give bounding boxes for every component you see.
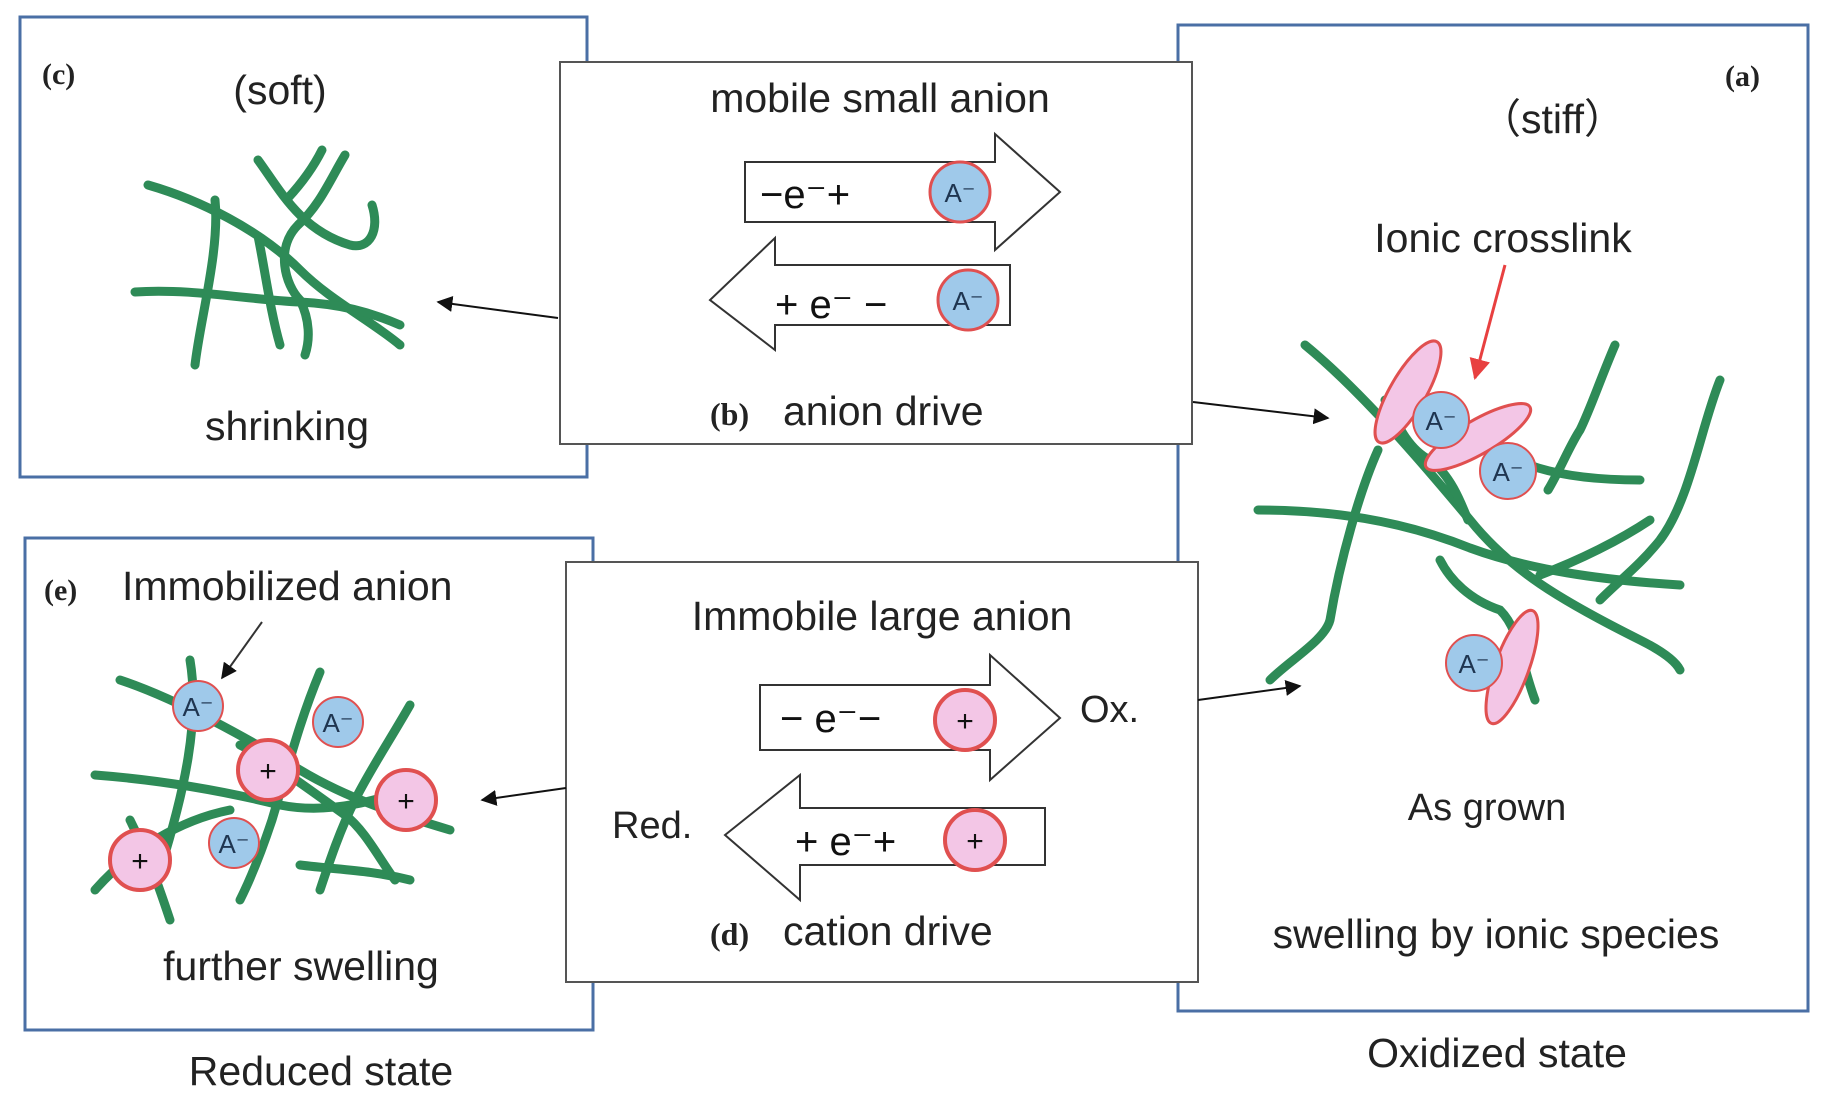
anion-circle <box>928 160 992 224</box>
anion-label: A⁻ <box>322 708 353 738</box>
connector-arrows <box>436 295 1330 806</box>
panel-c-letter: (c) <box>42 58 75 91</box>
panel-c-state: (soft) <box>233 67 326 113</box>
panel-a-stiff: (a) （stiff） Ionic crosslink A⁻ A⁻ A⁻ <box>1176 23 1810 1013</box>
panel-b-bottom-equation: + e⁻ − <box>775 283 887 327</box>
immobilized-anion-pointer <box>221 621 263 680</box>
reduced-state-label: Reduced state <box>189 1048 453 1094</box>
reduction-arrow-d <box>723 772 1046 903</box>
ions-panel-e: A⁻ A⁻ A⁻ + + + <box>108 680 438 892</box>
arrow-d-to-a <box>1197 680 1302 701</box>
crosslink-pointer-arrow <box>1469 264 1507 381</box>
panel-b-top-equation: −e⁻+ <box>760 173 850 217</box>
panel-d-bottom-equation: + e⁻+ <box>795 820 896 864</box>
anion-label: A⁻ <box>1425 406 1456 436</box>
panel-c-soft: (c) (soft) shrinking <box>18 15 589 479</box>
cation-circle <box>933 688 997 752</box>
cation-label: + <box>131 845 149 878</box>
anion-label: A⁻ <box>182 692 213 722</box>
ox-label: Ox. <box>1080 689 1139 731</box>
panel-c-caption: shrinking <box>205 403 369 449</box>
panel-d-title: Immobile large anion <box>692 593 1073 639</box>
oxidation-arrow-d <box>759 652 1062 783</box>
arrow-b-to-a <box>1192 401 1330 425</box>
panel-d-letter: (d) <box>710 916 749 952</box>
arrow-b-to-c <box>436 295 559 319</box>
panel-a-letter: (a) <box>1725 60 1760 93</box>
panel-d-caption: cation drive <box>783 908 993 954</box>
panel-d-top-equation: − e⁻− <box>780 697 881 741</box>
oxidation-arrow-b <box>744 131 1062 253</box>
anion-label: A⁻ <box>1492 457 1523 487</box>
anion-label: A⁻ <box>1458 649 1489 679</box>
panel-b-letter: (b) <box>710 396 749 432</box>
anion-label: A⁻ <box>952 286 983 316</box>
panel-a-caption: swelling by ionic species <box>1273 911 1720 957</box>
panel-e-title: Immobilized anion <box>122 563 452 609</box>
panel-e-caption: further swelling <box>163 943 439 989</box>
anion-label: A⁻ <box>218 829 249 859</box>
cation-circle <box>943 808 1007 872</box>
panel-e-further-swelling: (e) Immobilized anion A⁻ A⁻ A⁻ + + <box>23 536 595 1032</box>
oxidized-state-label: Oxidized state <box>1367 1030 1627 1076</box>
anion-circle <box>936 268 1000 332</box>
crosslink-label: Ionic crosslink <box>1374 215 1632 261</box>
panel-b-anion-drive: mobile small anion −e⁻+ A⁻ + e⁻ − A⁻ (b)… <box>559 61 1193 445</box>
anion-label: A⁻ <box>944 178 975 208</box>
red-label: Red. <box>612 805 692 847</box>
cation-label: + <box>956 705 974 738</box>
cation-label: + <box>966 825 984 858</box>
panel-a-state: （stiff） <box>1480 96 1625 142</box>
as-grown-label: As grown <box>1408 787 1566 829</box>
arrow-d-to-e <box>480 787 567 806</box>
polymer-network-shrunk <box>130 145 405 370</box>
panel-b-caption: anion drive <box>783 388 984 434</box>
panel-e-letter: (e) <box>44 574 77 607</box>
cation-label: + <box>397 785 415 818</box>
cation-label: + <box>259 755 277 788</box>
anion-cluster-a: A⁻ A⁻ A⁻ <box>1412 391 1537 692</box>
panel-d-cation-drive: Immobile large anion − e⁻− + Ox. Red. + … <box>565 561 1199 983</box>
panel-b-title: mobile small anion <box>710 75 1050 121</box>
